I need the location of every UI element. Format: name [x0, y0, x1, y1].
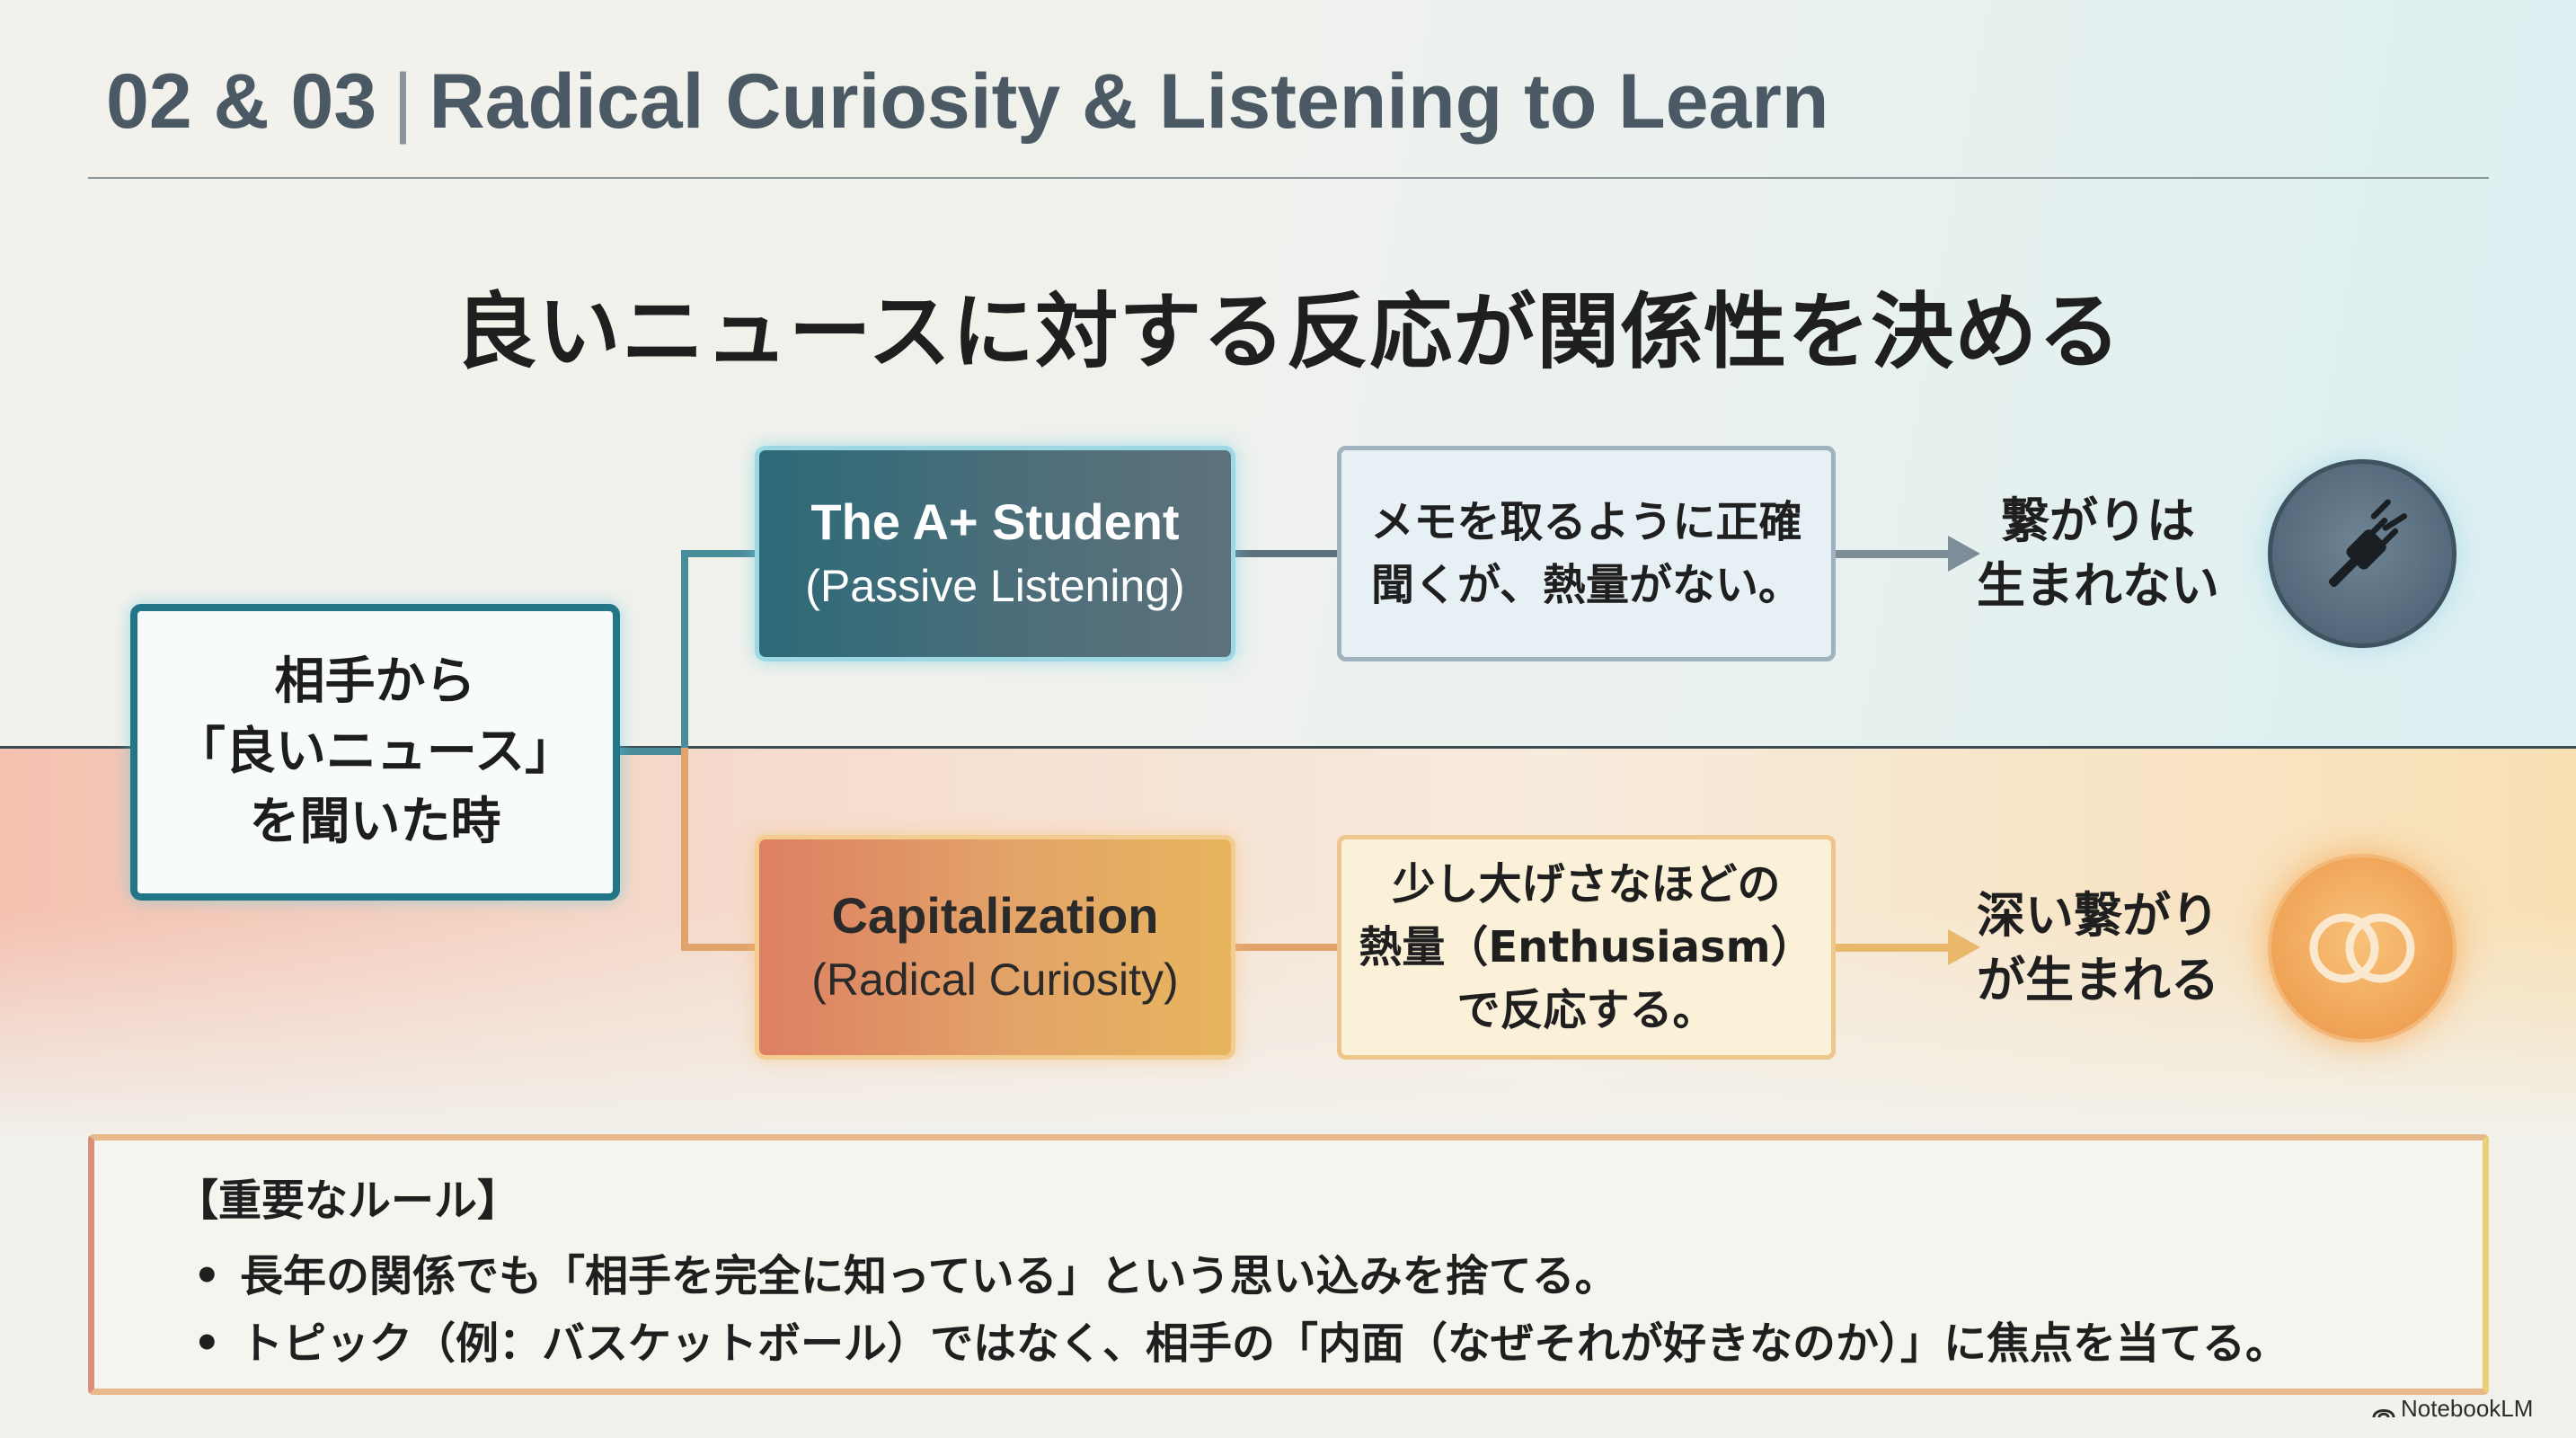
interlocking-rings-icon [2268, 854, 2456, 1043]
active-desc-line-3: で反応する。 [1456, 985, 1716, 1035]
connector-vertical-bottom [681, 748, 688, 951]
bullet: • [193, 1318, 221, 1369]
connector-start-stub [620, 748, 685, 755]
active-arrow-head [1948, 929, 1980, 965]
active-arrow-shaft [1836, 944, 1952, 952]
notebooklm-logo-icon [2372, 1409, 2395, 1418]
start-line-2: 「良いニュース」 [174, 723, 576, 781]
capitalization-subtitle: (Radical Curiosity) [811, 954, 1179, 1005]
capitalization-title: Capitalization [831, 887, 1159, 944]
active-desc-line-1: 少し大げさなほどの [1392, 859, 1781, 910]
rule-item-1-text: 長年の関係でも「相手を完全に知っている」という思い込みを捨てる。 [240, 1251, 1618, 1301]
notebooklm-brand: NotebookLM [2372, 1395, 2533, 1423]
connector-a-student-to-desc [1235, 550, 1337, 557]
passive-desc-line-2: 聞くが、熱量がない。 [1370, 560, 1802, 610]
unplugged-icon-graphic [2329, 499, 2408, 587]
rule-item-2-text: トピック（例：バスケットボール）ではなく、相手の「内面（なぜそれが好きなのか）」… [240, 1318, 2289, 1369]
active-description: 少し大げさなほどの 熱量（Enthusiasm） で反応する。 [1337, 835, 1836, 1060]
start-line-1: 相手から [274, 652, 476, 711]
connector-to-capitalization [681, 944, 757, 951]
a-plus-student-node: The A+ Student (Passive Listening) [755, 446, 1235, 661]
connector-vertical-top [681, 550, 688, 755]
section-number: 02 & 03 [106, 58, 377, 145]
unplugged-icon [2268, 459, 2456, 648]
connector-to-a-student [681, 550, 757, 557]
passive-result: 繋がりは 生まれない [1977, 489, 2219, 618]
header-separator: | [393, 58, 413, 145]
main-heading: 良いニュースに対する反応が関係性を決める [454, 284, 2122, 380]
rule-box [88, 1134, 2489, 1395]
header-title-text: Radical Curiosity & Listening to Learn [429, 58, 1829, 145]
rule-item-1: • 長年の関係でも「相手を完全に知っている」という思い込みを捨てる。 [193, 1240, 1618, 1303]
start-line-3: を聞いた時 [249, 793, 501, 851]
interlocking-rings-graphic [2309, 913, 2415, 983]
header-rule [88, 177, 2489, 179]
rule-heading: 【重要なルール】 [175, 1176, 521, 1226]
slide-header: 02 & 03|Radical Curiosity & Listening to… [106, 52, 1828, 151]
passive-desc-line-1: メモを取るように正確 [1370, 497, 1802, 547]
active-result-line-1: 深い繋がり [1977, 887, 2219, 944]
rule-item-2: • トピック（例：バスケットボール）ではなく、相手の「内面（なぜそれが好きなのか）… [193, 1308, 2288, 1371]
active-result-line-2: が生まれる [1977, 952, 2219, 1008]
passive-result-line-2: 生まれない [1977, 557, 2219, 614]
section-divider [0, 746, 2576, 749]
start-node: 相手から 「良いニュース」 を聞いた時 [130, 604, 620, 901]
passive-description: メモを取るように正確 聞くが、熱量がない。 [1337, 446, 1836, 661]
passive-result-line-1: 繋がりは [2001, 493, 2195, 549]
passive-arrow-head [1948, 536, 1980, 572]
active-desc-line-2: 熱量（Enthusiasm） [1359, 922, 1814, 972]
active-result: 深い繋がり が生まれる [1977, 883, 2219, 1013]
passive-arrow-shaft [1836, 550, 1952, 558]
connector-cap-to-desc [1235, 944, 1337, 951]
brand-label: NotebookLM [2401, 1395, 2534, 1422]
a-plus-student-subtitle: (Passive Listening) [805, 561, 1185, 611]
capitalization-node: Capitalization (Radical Curiosity) [755, 835, 1235, 1060]
a-plus-student-title: The A+ Student [810, 493, 1180, 550]
bullet: • [193, 1251, 221, 1301]
